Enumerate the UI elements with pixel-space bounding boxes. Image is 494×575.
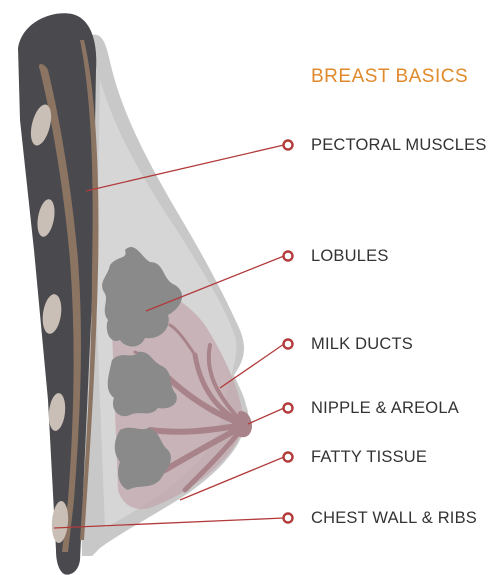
label-lobules: LOBULES xyxy=(311,246,389,266)
diagram-title: BREAST BASICS xyxy=(311,66,468,88)
marker-fatty-tissue xyxy=(284,453,293,462)
nipple xyxy=(238,411,252,437)
marker-nipple-areola xyxy=(284,404,293,413)
marker-milk-ducts xyxy=(284,340,293,349)
marker-chest-wall-ribs xyxy=(284,514,293,523)
leader-line-nipple-areola xyxy=(248,408,284,424)
label-milk-ducts: MILK DUCTS xyxy=(311,334,413,354)
marker-pectoral-muscles xyxy=(284,141,293,150)
label-nipple-areola: NIPPLE & AREOLA xyxy=(311,398,459,418)
label-markers xyxy=(284,141,293,523)
label-fatty-tissue: FATTY TISSUE xyxy=(311,447,427,467)
label-chest-wall-ribs: CHEST WALL & RIBS xyxy=(311,508,477,528)
label-pectoral-muscles: PECTORAL MUSCLES xyxy=(311,135,487,155)
marker-lobules xyxy=(284,252,293,261)
